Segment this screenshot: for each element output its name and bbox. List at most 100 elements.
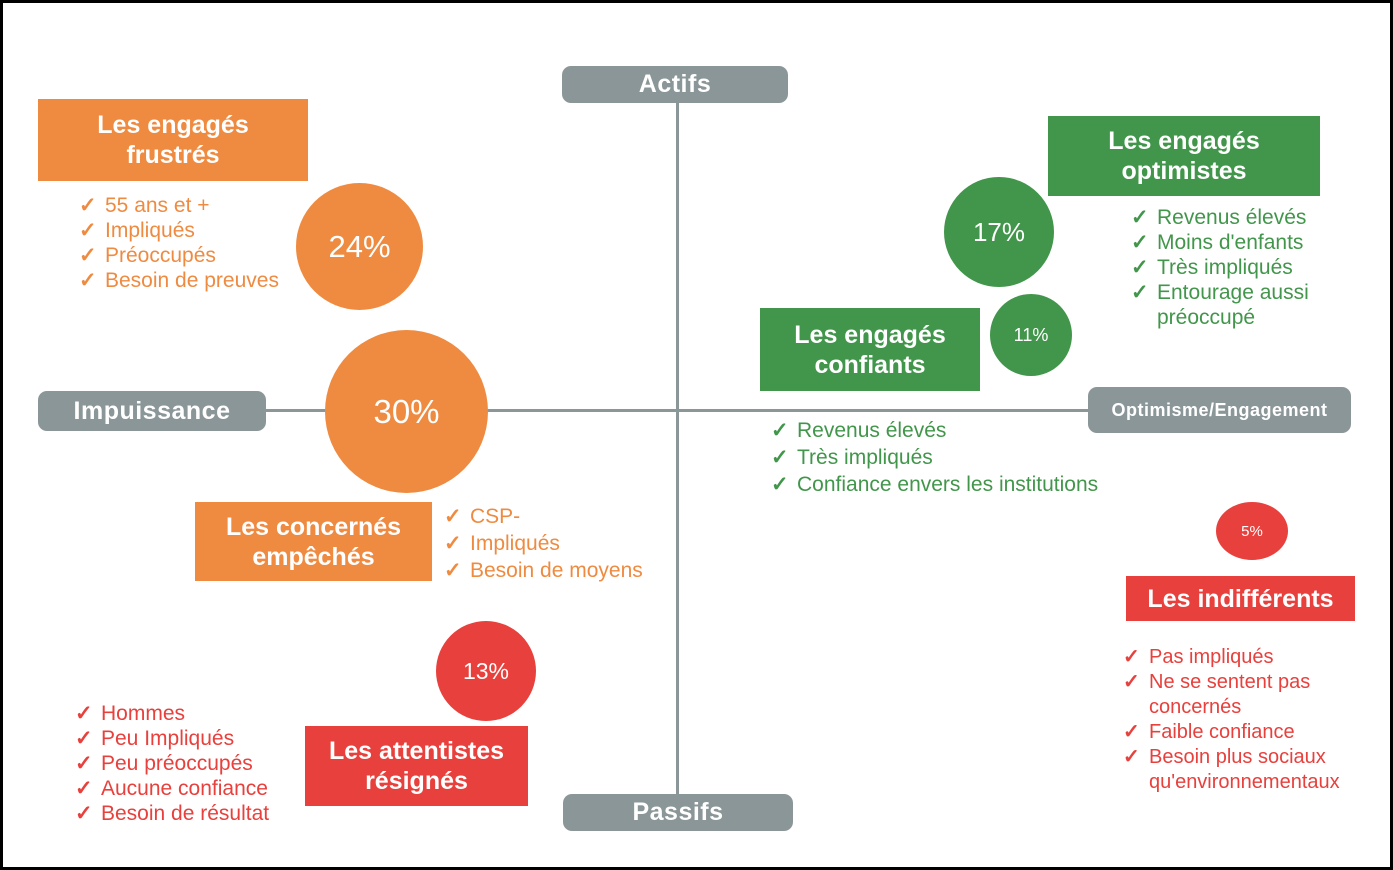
trait-item: ✓ Besoin de moyens (444, 557, 669, 584)
segment-title-text: Les indifférents (1147, 584, 1334, 613)
segment-title-engages-confiants: Les engagés confiants (760, 308, 980, 391)
bubble-percent: 13% (462, 657, 510, 684)
trait-item: ✓ Aucune confiance (75, 776, 325, 801)
bubble-percent: 17% (972, 216, 1026, 247)
check-icon: ✓ (75, 702, 93, 725)
axis-label-top-text: Actifs (638, 70, 712, 98)
trait-label: Revenus élevés (797, 419, 947, 442)
trait-label: Besoin de moyens (470, 559, 643, 582)
trait-item: ✓Besoin de preuves (79, 268, 314, 293)
axis-label-left-text: Impuissance (73, 396, 231, 425)
check-icon: ✓ (771, 446, 789, 469)
trait-label: Revenus élevés (1157, 206, 1307, 229)
check-icon: ✓ (1131, 206, 1149, 229)
trait-label: Entourage aussi préoccupé (1157, 281, 1309, 329)
segment-title-text: Les concernés empêchés (225, 512, 402, 571)
trait-label: Très impliqués (1157, 256, 1293, 279)
check-icon: ✓ (1123, 721, 1140, 743)
check-icon: ✓ (75, 777, 93, 800)
trait-item: ✓ Moins d'enfants (1131, 230, 1341, 255)
trait-label: Hommes (101, 702, 186, 725)
trait-item: ✓Revenus élevés (771, 417, 1121, 444)
trait-label: CSP- (470, 505, 521, 528)
segment-title-engages-frustres: Les engagés frustrés (38, 99, 308, 181)
check-icon: ✓ (1131, 231, 1149, 254)
trait-item: ✓Pas impliqués (1123, 645, 1373, 670)
trait-label: Peu préoccupés (101, 752, 253, 775)
bubble-percent: 24% (328, 228, 391, 264)
check-icon: ✓ (444, 505, 462, 528)
axis-label-top: Actifs (562, 66, 788, 103)
trait-item: ✓ Besoin plus sociaux qu'environnementaux (1123, 745, 1373, 795)
bubble-percent: 11% (1013, 324, 1049, 345)
trait-label: Impliqués (105, 219, 195, 242)
check-icon: ✓ (444, 559, 462, 582)
check-icon: ✓ (79, 244, 97, 267)
trait-item: ✓ Très impliqués (1131, 255, 1341, 280)
trait-item: ✓ CSP- (444, 503, 669, 530)
axis-label-right: Optimisme/Engagement (1088, 387, 1351, 433)
trait-item: ✓Impliqués (444, 530, 669, 557)
segment-title-text: Les engagés frustrés (97, 111, 249, 169)
check-icon: ✓ (1123, 746, 1140, 768)
trait-item: ✓Peu Impliqués (75, 726, 325, 751)
segment-title-concernes-empeches: Les concernés empêchés (195, 502, 432, 581)
trait-label: Moins d'enfants (1157, 231, 1304, 254)
trait-label: Ne se sentent pas concernés (1149, 671, 1311, 718)
bubble-engages-frustres: 24% (296, 183, 423, 310)
trait-item: ✓ Faible confiance (1123, 720, 1373, 745)
check-icon: ✓ (444, 532, 462, 555)
segment-title-text: Les attentistes résignés (328, 737, 505, 795)
traits-engages-frustres: ✓55 ans et +✓Impliqués✓Préoccupés✓Besoin… (79, 193, 314, 293)
vertical-axis-line (676, 103, 679, 794)
bubble-percent: 5% (1241, 522, 1263, 540)
check-icon: ✓ (1131, 281, 1149, 304)
trait-item: ✓ Entourage aussi préoccupé (1131, 280, 1341, 330)
check-icon: ✓ (75, 727, 93, 750)
bubble-percent: 30% (373, 392, 440, 430)
bubble-engages-confiants: 11% (990, 294, 1072, 376)
check-icon: ✓ (79, 194, 97, 217)
trait-item: ✓ Peu préoccupés (75, 751, 325, 776)
axis-label-left: Impuissance (38, 391, 266, 431)
trait-item: ✓Préoccupés (79, 243, 314, 268)
trait-label: Besoin de résultat (101, 802, 270, 825)
trait-label: Confiance envers les institutions (797, 473, 1099, 496)
segment-title-engages-optimistes: Les engagés optimistes (1048, 116, 1320, 196)
traits-concernes-empeches: ✓ CSP-✓Impliqués✓ Besoin de moyens (444, 503, 669, 584)
trait-item: ✓ Confiance envers les institutions (771, 471, 1121, 498)
traits-engages-confiants: ✓Revenus élevés✓Très impliqués✓Confiance… (771, 417, 1121, 498)
check-icon: ✓ (1123, 646, 1140, 668)
horizontal-axis-line (266, 409, 1088, 412)
segment-title-attentistes-resignes: Les attentistes résignés (305, 726, 528, 806)
check-icon: ✓ (75, 802, 93, 825)
trait-label: Besoin plus sociaux qu'environnementaux (1149, 746, 1340, 793)
check-icon: ✓ (79, 269, 97, 292)
check-icon: ✓ (1123, 671, 1140, 693)
bubble-attentistes-resignes: 13% (436, 621, 536, 721)
trait-label: Aucune confiance (101, 777, 268, 800)
trait-label: 55 ans et + (105, 194, 210, 217)
trait-label: Faible confiance (1149, 721, 1295, 743)
traits-indifferents: ✓Pas impliqués✓Ne se sentent pas concern… (1123, 645, 1373, 795)
traits-engages-optimistes: ✓ Revenus élevés ✓ Moins d'enfants ✓ Très imp… (1131, 205, 1341, 330)
check-icon: ✓ (771, 473, 789, 496)
segment-title-text: Les engagés optimistes (1108, 127, 1260, 185)
segment-title-text: Les engagés confiants (794, 320, 946, 379)
trait-item: ✓ Ne se sentent pas concernés (1123, 670, 1373, 720)
trait-item: ✓Impliqués (79, 218, 314, 243)
trait-item: ✓ 55 ans et + (79, 193, 314, 218)
bubble-engages-optimistes: 17% (944, 177, 1054, 287)
trait-item: ✓ Besoin de résultat (75, 801, 325, 826)
axis-label-right-text: Optimisme/Engagement (1111, 399, 1328, 420)
check-icon: ✓ (75, 752, 93, 775)
traits-attentistes-resignes: ✓Hommes✓Peu Impliqués✓Peu préoccupés✓Auc… (75, 701, 325, 826)
bubble-indifferents: 5% (1216, 502, 1288, 560)
axis-label-bottom: Passifs (563, 794, 793, 831)
bubble-concernes-empeches: 30% (325, 330, 488, 493)
segment-title-indifferents: Les indifférents (1126, 576, 1355, 621)
trait-label: Très impliqués (797, 446, 933, 469)
trait-item: ✓ Revenus élevés (1131, 205, 1341, 230)
check-icon: ✓ (1131, 256, 1149, 279)
